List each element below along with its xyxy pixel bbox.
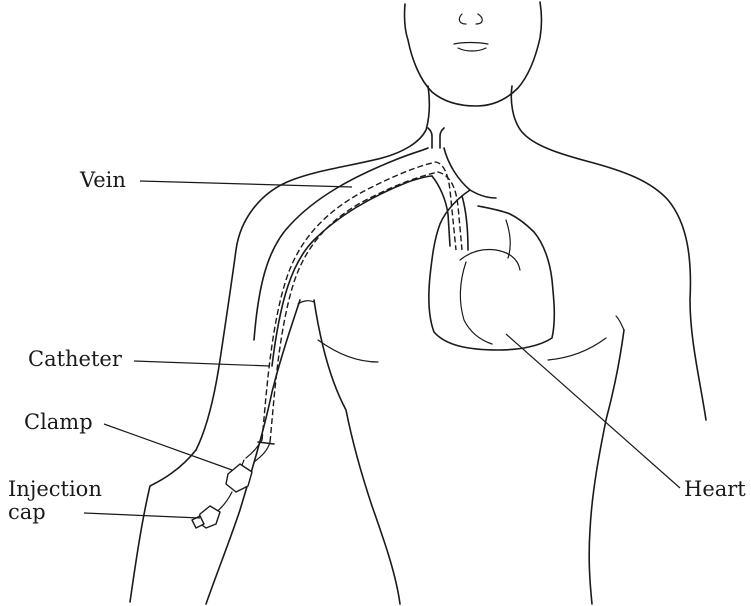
injection-cap-label-line1: Injection <box>8 477 102 501</box>
injection-cap-leader <box>84 513 200 518</box>
heart-leader <box>506 334 680 488</box>
clamp-label: Clamp <box>24 410 93 434</box>
armpit-right <box>616 316 624 330</box>
neck-right <box>511 86 706 420</box>
heart-label: Heart <box>684 477 746 501</box>
pectoral-right <box>548 338 606 360</box>
vein-label: Vein <box>80 168 126 192</box>
vein-leader <box>140 181 352 187</box>
clamp-leader <box>104 424 232 470</box>
torso <box>130 86 706 604</box>
chest-right <box>589 330 624 604</box>
arm-left-outer <box>130 450 196 602</box>
mouth <box>454 43 488 52</box>
catheter-label: Catheter <box>28 347 122 371</box>
leader-lines <box>84 181 680 518</box>
head <box>404 2 541 106</box>
clamp-part <box>226 464 252 492</box>
catheter <box>214 162 462 514</box>
catheter-leader <box>134 361 270 366</box>
injection-cap-part <box>192 506 220 528</box>
neck-left <box>196 86 429 450</box>
nose <box>459 14 482 24</box>
injection-cap-label-line2: cap <box>8 500 46 524</box>
